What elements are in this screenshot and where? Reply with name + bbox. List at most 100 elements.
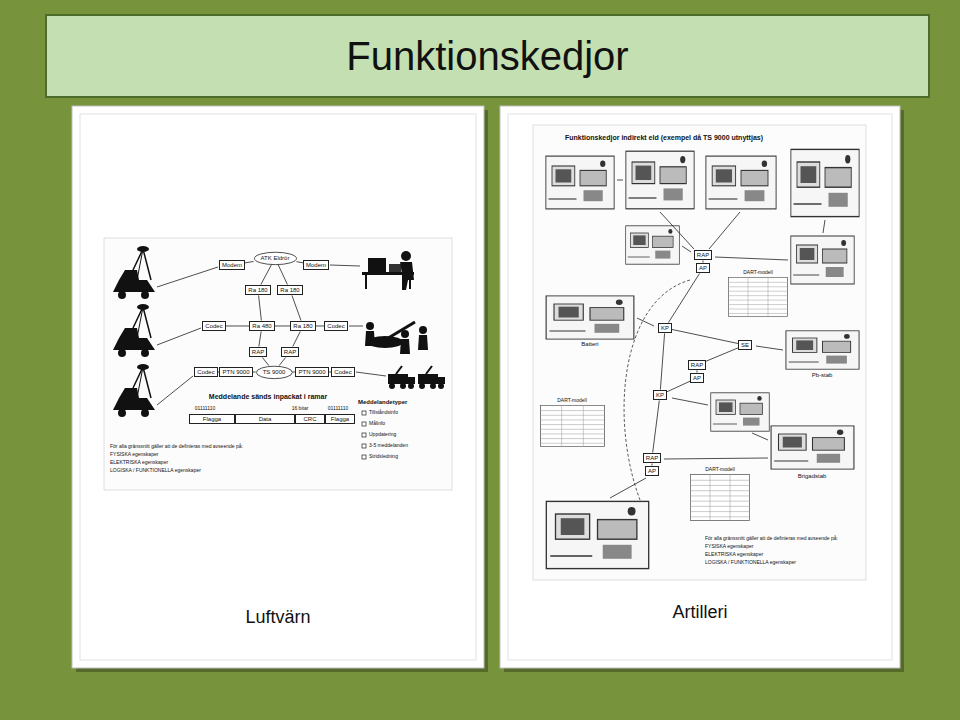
diagram-label: LOGISKA / FUNKTIONELLA egenskaper [705, 560, 796, 566]
equipment-box: Modem [303, 260, 329, 271]
frame-cell: Data [235, 414, 295, 425]
equipment-box: Ra 480 [249, 321, 274, 332]
node-label: SE [741, 342, 749, 349]
connector-line [668, 273, 699, 322]
connector-line [672, 329, 738, 343]
leader-line [715, 257, 788, 260]
checkboxes [362, 411, 366, 459]
panel-inner-border [80, 114, 476, 660]
checkbox [362, 411, 366, 415]
panel-inner-border [508, 114, 892, 660]
equipment-box: Ra 180 [245, 285, 270, 296]
connector-line [292, 295, 301, 320]
leader-line [660, 212, 694, 249]
node-label: Codec [327, 323, 344, 330]
equipment-box: AP [690, 373, 704, 384]
equipment-station [546, 156, 614, 209]
checkbox [362, 444, 366, 448]
equipment-box: RAP [249, 347, 267, 358]
leader-line [157, 376, 193, 405]
operator-at-desk [362, 251, 414, 290]
equipment-station [706, 156, 776, 209]
equipment-box: AP [696, 263, 710, 274]
node-label: AP [648, 468, 656, 475]
node-label: ATK Eldrör [261, 255, 290, 262]
leader-line [349, 326, 363, 327]
illustration-part [408, 383, 414, 389]
illustration-part [366, 322, 374, 330]
leader-line [672, 398, 708, 405]
diagram-label: FYSISKA egenskaper [705, 544, 753, 550]
frame-cell: CRC [295, 414, 325, 425]
radar-vehicle [113, 304, 155, 357]
node-label: KP [656, 392, 664, 399]
illustration-part [388, 374, 408, 384]
node-label: Ra 180 [248, 287, 267, 294]
equipment-station [791, 149, 859, 216]
diagram-label: ELEKTRISKA egenskaper [705, 552, 763, 558]
node-label: RAP [252, 349, 264, 356]
node-label: RAP [646, 455, 658, 462]
panel-card [500, 106, 900, 668]
node-label: TS 9000 [263, 369, 286, 376]
equipment-station [786, 331, 859, 369]
equipment-box: AP [645, 466, 659, 477]
equipment-box: SE [738, 340, 752, 351]
diagram-label: För alla gränssnitt gäller att de defini… [705, 536, 838, 542]
leader-line [709, 212, 740, 249]
equipment-box: Ra 180 [290, 321, 315, 332]
illustration-part [401, 251, 411, 261]
connector-line [706, 348, 738, 361]
equipment-station [546, 501, 648, 568]
illustration-part [400, 383, 406, 389]
equipment-box: PTN 9000 [219, 367, 252, 378]
connector-line [226, 325, 250, 326]
node-label: PTN 9000 [222, 369, 249, 376]
connector-line [261, 264, 272, 284]
illustration-part [430, 383, 436, 389]
illustration-part [438, 377, 445, 384]
equipment-box: KP [658, 323, 672, 334]
equipment-box: Codec [324, 321, 347, 332]
diagram-label: Meddelandetyper [358, 399, 407, 406]
gun-crew [365, 322, 428, 354]
node-label: CRC [298, 416, 322, 423]
leader-lines [157, 265, 386, 405]
diagram-label: Meddelande sänds inpackat i ramar [209, 393, 327, 401]
equipment-station [626, 151, 694, 209]
leader-line [157, 328, 201, 345]
panel-caption: Artilleri [500, 601, 900, 623]
illustration-part [418, 374, 438, 384]
connector-line [259, 295, 262, 320]
connector-line [275, 325, 291, 326]
equipment-station [546, 296, 634, 339]
diagram-label: Pb-stab [812, 372, 833, 379]
equipment-box: RAP [643, 453, 661, 464]
illustration-part [368, 258, 386, 272]
checkbox [362, 455, 366, 459]
scanned-sheet [104, 238, 452, 490]
leader-line [617, 180, 623, 181]
frame-cell: Flagga [325, 414, 355, 425]
dart-table [540, 405, 605, 447]
gun-vehicles [388, 366, 445, 389]
diagram-label: 16 bitar [292, 406, 309, 412]
diagram-label: LOGISKA / FUNKTIONELLA egenskaper [110, 468, 201, 474]
equipment-box: PTN 9000 [295, 367, 328, 378]
equipment-box: Modem [219, 260, 245, 271]
node-label: Ra 180 [293, 323, 312, 330]
diagram-label: Batteri [581, 341, 598, 348]
connector-line [653, 400, 660, 452]
equipment-box: RAP [688, 360, 706, 371]
equipment-box: Ra 180 [277, 285, 302, 296]
node-label: AP [699, 265, 707, 272]
node-label: Codec [197, 369, 214, 376]
illustration-part [396, 366, 402, 374]
diagram-label: Brigadstab [798, 473, 827, 480]
leader-lines [610, 180, 825, 498]
node-label: Data [238, 416, 292, 423]
node-label: KP [661, 325, 669, 332]
